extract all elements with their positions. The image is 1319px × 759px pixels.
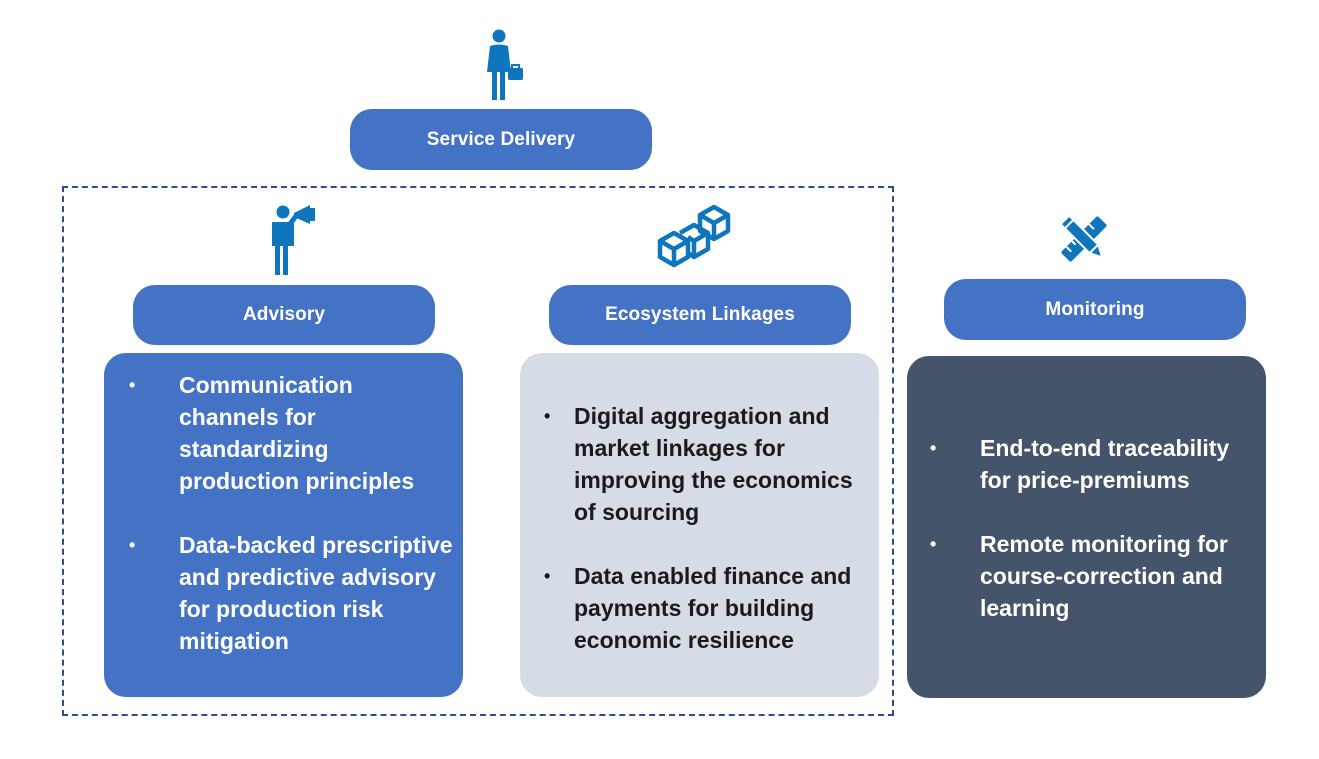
ecosystem-linkages-box: Ecosystem Linkages <box>549 285 851 345</box>
person-megaphone-icon <box>266 202 320 276</box>
ecosystem-bullet: Digital aggregation and market linkages … <box>544 400 869 528</box>
ecosystem-bullet-list: Digital aggregation and market linkages … <box>544 400 869 656</box>
ecosystem-linkages-card: Digital aggregation and market linkages … <box>520 353 879 697</box>
monitoring-card: End-to-end traceability for price-premiu… <box>907 356 1266 698</box>
advisory-bullet-list: Communication channels for standardizing… <box>129 369 453 657</box>
monitoring-box: Monitoring <box>944 279 1246 340</box>
advisory-card: Communication channels for standardizing… <box>104 353 463 697</box>
monitoring-bullet-list: End-to-end traceability for price-premiu… <box>930 432 1256 624</box>
dashed-group-frame <box>62 186 894 716</box>
pencil-ruler-icon <box>1056 212 1112 266</box>
ecosystem-linkages-label: Ecosystem Linkages <box>605 304 795 325</box>
connected-blocks-icon <box>656 203 732 271</box>
service-delivery-label: Service Delivery <box>426 128 576 150</box>
advisory-bullet: Data-backed prescriptive and predictive … <box>129 529 453 657</box>
service-delivery-box: Service Delivery <box>350 109 652 170</box>
advisory-label: Advisory <box>242 304 326 325</box>
monitoring-label: Monitoring <box>1045 298 1145 320</box>
businesswoman-briefcase-icon <box>484 28 524 102</box>
monitoring-bullet: End-to-end traceability for price-premiu… <box>930 432 1256 496</box>
monitoring-bullet: Remote monitoring for course-correction … <box>930 528 1256 624</box>
advisory-bullet: Communication channels for standardizing… <box>129 369 453 497</box>
ecosystem-bullet: Data enabled finance and payments for bu… <box>544 560 869 656</box>
advisory-box: Advisory <box>133 285 435 345</box>
